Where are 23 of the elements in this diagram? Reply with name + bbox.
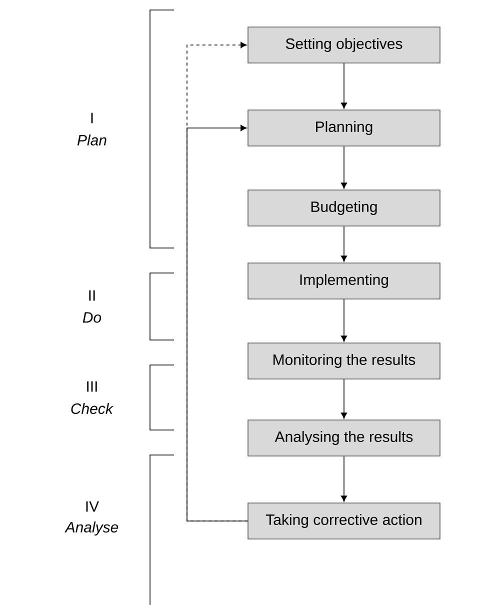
arrow — [340, 456, 348, 502]
arrow — [340, 299, 348, 342]
section-label: Plan — [77, 134, 106, 146]
section-label: II — [89, 290, 95, 301]
arrow — [340, 63, 348, 109]
arrow — [186, 42, 248, 522]
process-box: Planning — [248, 110, 440, 146]
arrow — [340, 146, 348, 189]
section-label: IV — [86, 501, 99, 512]
process-box: Monitoring the results — [248, 342, 440, 380]
process-box: Setting objectives — [248, 26, 440, 64]
process-box: Implementing — [248, 262, 440, 300]
process-box: Analysing the results — [248, 420, 440, 456]
arrow — [340, 226, 348, 262]
arrow — [340, 379, 348, 419]
section-label: III — [87, 381, 97, 392]
section-label: Analyse — [64, 522, 118, 536]
arrow — [186, 124, 248, 522]
process-box: Taking corrective action — [248, 502, 440, 540]
section-label: I — [91, 112, 93, 124]
section-label: Do — [82, 312, 102, 323]
process-box: Budgeting — [248, 190, 440, 226]
section-label: Check — [71, 403, 114, 414]
